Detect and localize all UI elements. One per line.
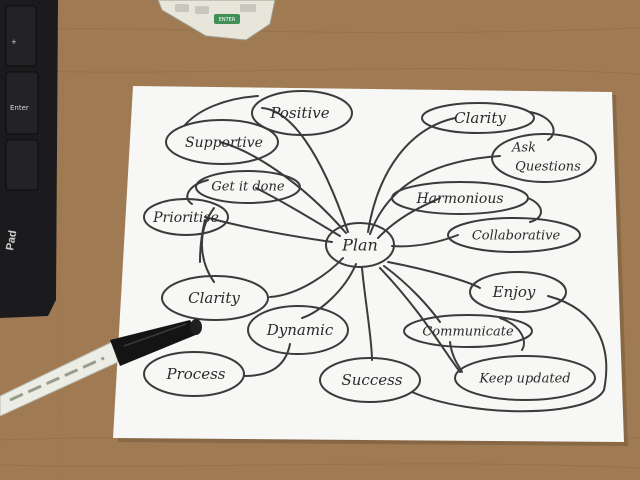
- node-process: Process: [166, 365, 226, 383]
- node-clarity-right: Clarity: [454, 109, 506, 127]
- node-positive: Positive: [269, 104, 329, 122]
- node-oval-success: [319, 357, 421, 403]
- node-get-it-done: Get it done: [211, 180, 284, 195]
- calculator-icon: ENTER: [157, 0, 276, 41]
- enter-key-label: Enter: [10, 104, 29, 112]
- node-oval-enjoy: [469, 271, 567, 313]
- node-plan: Plan: [341, 236, 378, 255]
- plus-key-label: +: [11, 38, 17, 46]
- node-oval-communicate: [403, 314, 533, 348]
- node-oval-collaborative: [447, 217, 581, 253]
- keyboard-icon: + Enter Pad: [0, 0, 58, 318]
- node-ask-questions-line2: Questions: [515, 160, 581, 175]
- mindmap-links: [184, 95, 608, 413]
- keyboard-brand: Pad: [4, 229, 19, 251]
- mindmap-nodes: Positive Supportive Get it done Prioriti…: [143, 90, 597, 403]
- node-harmonious: Harmonious: [415, 191, 503, 207]
- node-oval-positive: [251, 90, 353, 136]
- node-ask-questions-line1: Ask: [511, 141, 536, 156]
- paper-sheet: [113, 86, 624, 442]
- node-oval-dynamic: [247, 305, 349, 355]
- node-clarity-left: Clarity: [188, 289, 240, 307]
- node-communicate: Communicate: [422, 325, 514, 340]
- node-oval-keep-updated: [454, 355, 596, 401]
- node-oval-get-it-done: [195, 170, 301, 204]
- node-supportive: Supportive: [185, 135, 263, 151]
- node-enjoy: Enjoy: [492, 283, 536, 301]
- node-dynamic: Dynamic: [266, 321, 334, 339]
- node-collaborative: Collaborative: [472, 229, 561, 244]
- node-oval-process: [143, 351, 245, 397]
- node-prioritise: Prioritise: [152, 210, 219, 226]
- node-oval-prioritise: [143, 198, 229, 236]
- node-oval-clarity-right: [421, 102, 535, 134]
- node-success: Success: [341, 371, 402, 389]
- calculator-enter-key: ENTER: [219, 17, 236, 23]
- node-oval-clarity-left: [161, 275, 269, 321]
- marker-pen-icon: [0, 319, 202, 417]
- node-oval-ask-questions: [491, 133, 597, 183]
- node-keep-updated: Keep updated: [478, 372, 570, 387]
- node-oval-supportive: [165, 119, 279, 165]
- node-oval-plan: [325, 222, 395, 268]
- node-oval-harmonious: [391, 181, 529, 215]
